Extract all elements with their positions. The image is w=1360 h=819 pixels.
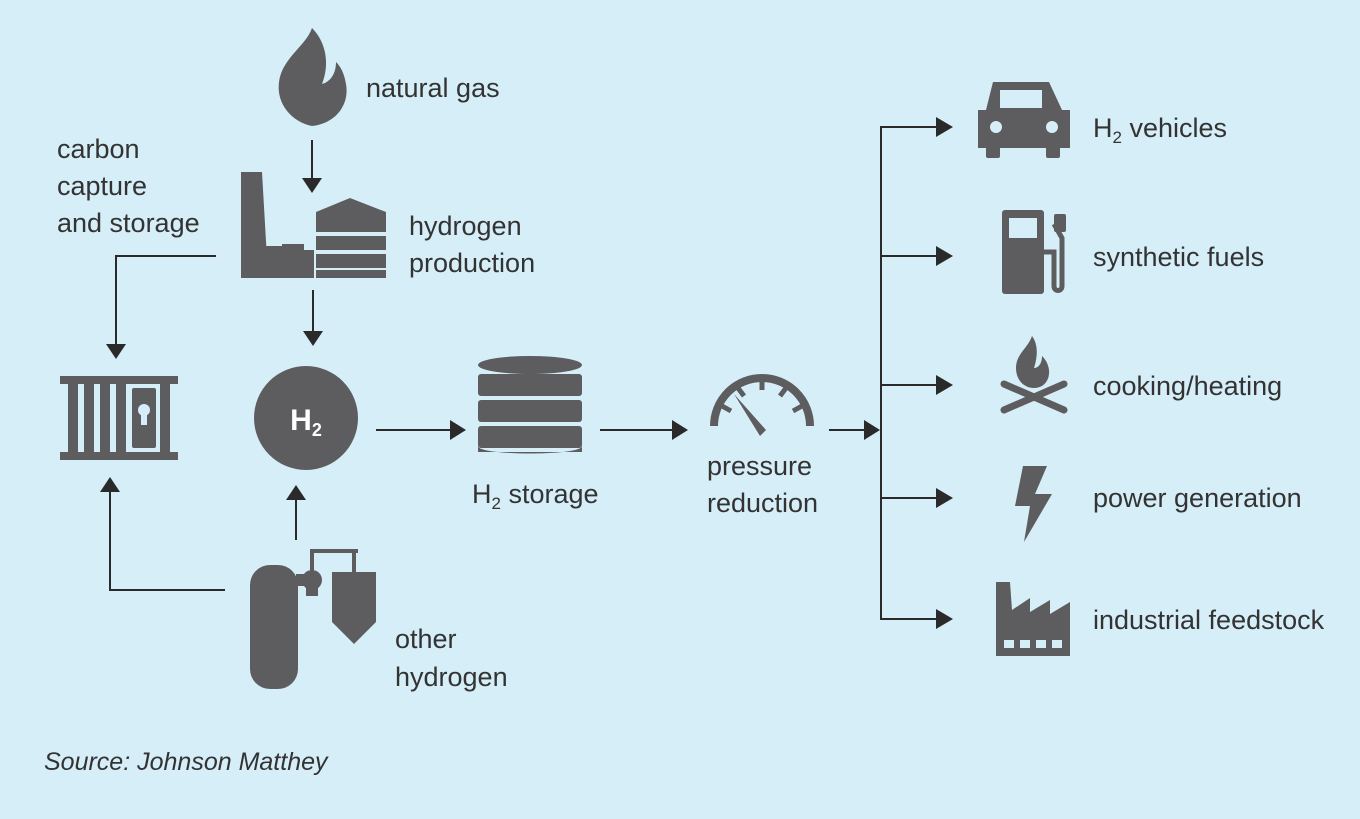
cooking-heating-label: cooking/heating — [1093, 371, 1282, 401]
gauge-icon — [710, 374, 814, 436]
node-pressure-reduction: pressure reduction — [707, 374, 820, 518]
hydrogen-production-label: hydrogen production — [409, 211, 535, 278]
branch-industrial-feedstock — [881, 609, 953, 629]
branch-power-generation — [881, 488, 953, 508]
arrow-h2-to-storage — [376, 420, 466, 440]
arrow-production-to-carbon-capture — [106, 255, 216, 359]
pressure-reduction-label: pressure reduction — [707, 451, 820, 518]
node-h2: H2 — [254, 366, 358, 470]
synthetic-fuels-label: synthetic fuels — [1093, 242, 1264, 272]
lightning-icon — [1015, 466, 1052, 542]
node-h2-storage: H2 storage — [472, 356, 599, 513]
branch-vehicles — [881, 117, 953, 137]
node-natural-gas: natural gas — [278, 28, 500, 126]
use-synthetic-fuels: synthetic fuels — [1002, 210, 1264, 294]
natural-gas-label: natural gas — [366, 73, 500, 103]
carbon-capture-label: carbon capture and storage — [57, 134, 200, 238]
car-icon — [978, 82, 1070, 158]
node-other-hydrogen: other hydrogen — [250, 549, 508, 692]
connectors — [100, 117, 953, 629]
use-power-generation: power generation — [1015, 466, 1302, 542]
h2-storage-label: H2 storage — [472, 479, 599, 513]
fuel-pump-icon — [1002, 210, 1066, 294]
campfire-icon — [1000, 336, 1068, 414]
arrow-pressure-to-uses — [829, 420, 880, 440]
vehicles-label: H2 vehicles — [1093, 113, 1227, 147]
node-carbon-capture: carbon capture and storage — [57, 134, 200, 460]
branch-synthetic-fuels — [881, 246, 953, 266]
use-industrial-feedstock: industrial feedstock — [996, 582, 1325, 656]
source-caption: Source: Johnson Matthey — [44, 748, 329, 776]
use-vehicles: H2 vehicles — [978, 82, 1227, 158]
other-hydrogen-label: other hydrogen — [395, 624, 508, 692]
storage-cage-icon — [60, 376, 178, 460]
use-cooking-heating: cooking/heating — [1000, 336, 1282, 414]
branch-cooking-heating — [881, 375, 953, 395]
arrow-other-hydrogen-to-carbon-capture — [100, 477, 225, 591]
h2-symbol: H2 — [290, 404, 322, 440]
arrow-production-to-h2 — [303, 290, 323, 346]
arrow-storage-to-pressure — [600, 420, 688, 440]
factory-icon — [996, 582, 1070, 656]
gas-cylinder-icon — [250, 549, 376, 689]
h2-circle-icon — [254, 366, 358, 470]
power-generation-label: power generation — [1093, 483, 1302, 513]
arrow-natural-gas-to-production — [302, 140, 322, 193]
node-hydrogen-production: hydrogen production — [241, 172, 535, 278]
industrial-feedstock-label: industrial feedstock — [1093, 605, 1325, 635]
flame-icon — [278, 28, 347, 126]
factory-tanks-icon — [241, 172, 386, 278]
storage-tank-icon — [478, 356, 582, 454]
arrow-other-hydrogen-to-h2 — [286, 485, 306, 540]
